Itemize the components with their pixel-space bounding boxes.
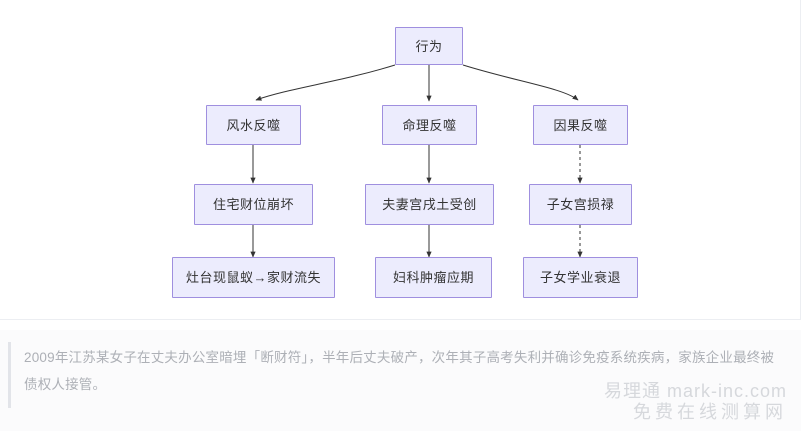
flowchart-node-root[interactable]: 行为 (395, 27, 463, 65)
edge-root-to-yinguo (462, 64, 579, 101)
edge-root-to-fengshui (255, 64, 396, 101)
caption-accent-bar (8, 342, 11, 408)
caption-block: 2009年江苏某女子在丈夫办公室暗埋「断财符」，半年后丈夫破产，次年其子高考失利… (0, 330, 801, 431)
watermark-line-2: 免费在线测算网 (633, 402, 787, 422)
flowchart-node-yinguo-2[interactable]: 子女宫损禄 (529, 184, 632, 225)
flowchart-node-mingli-2[interactable]: 夫妻宫戌土受创 (365, 184, 494, 225)
flowchart-node-mingli-1[interactable]: 命理反噬 (382, 105, 477, 145)
watermark: 易理通 mark-inc.com 免费在线测算网 (604, 381, 787, 423)
flowchart-node-fengshui-1[interactable]: 风水反噬 (206, 105, 301, 145)
diagram-card: 行为 风水反噬 住宅财位崩坏 灶台现鼠蚁→家财流失 命理反噬 夫妻宫戌土受创 妇… (0, 0, 801, 320)
flowchart-node-yinguo-1[interactable]: 因果反噬 (533, 105, 628, 145)
flowchart-stage: 行为 风水反噬 住宅财位崩坏 灶台现鼠蚁→家财流失 命理反噬 夫妻宫戌土受创 妇… (172, 27, 638, 298)
flowchart-node-fengshui-2[interactable]: 住宅财位崩坏 (194, 184, 313, 225)
flowchart-node-mingli-3[interactable]: 妇科肿瘤应期 (375, 257, 492, 298)
flowchart-node-fengshui-3[interactable]: 灶台现鼠蚁→家财流失 (172, 257, 335, 298)
caption-text: 2009年江苏某女子在丈夫办公室暗埋「断财符」，半年后丈夫破产，次年其子高考失利… (24, 350, 775, 392)
flowchart-node-yinguo-3[interactable]: 子女学业衰退 (523, 257, 638, 298)
watermark-line-1: 易理通 mark-inc.com (603, 381, 787, 401)
